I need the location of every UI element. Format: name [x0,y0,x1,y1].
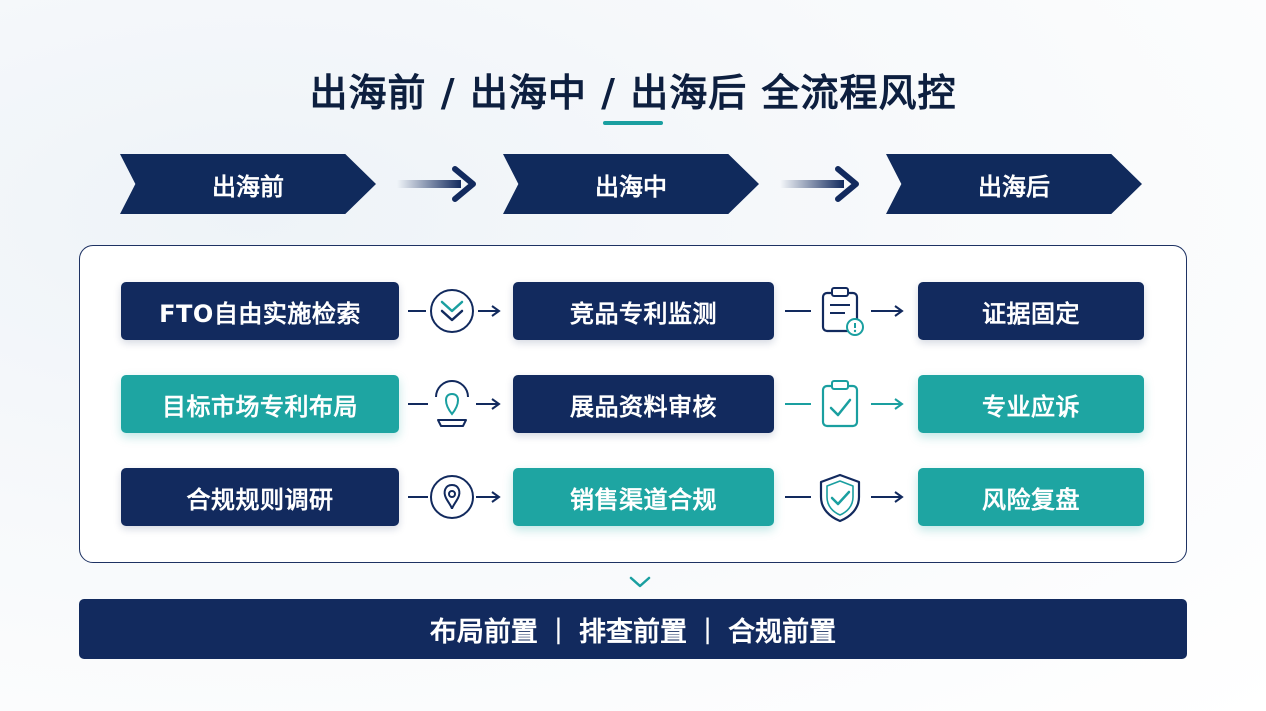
title-underline [603,121,663,125]
clipboard-check-icon [785,380,904,428]
summary-separator: | [703,613,713,645]
map-pin-icon [408,475,501,519]
phase-arrow-icon [780,166,859,202]
box-evidence-preservation: 证据固定 [918,282,1144,340]
phase-arrow-icon [397,166,476,202]
clipboard-alert-icon [785,287,904,336]
box-competitor-monitoring: 竞品专利监测 [513,282,774,340]
box-risk-review: 风险复盘 [918,468,1144,526]
shield-check-icon [785,473,904,523]
summary-separator: | [553,613,563,645]
box-patent-layout: 目标市场专利布局 [121,375,399,433]
box-professional-response: 专业应诉 [918,375,1144,433]
location-platform-icon [408,380,501,427]
phase-before: 出海前 [120,154,376,214]
phase-after: 出海后 [886,154,1142,214]
chevron-down-icon [629,576,651,588]
phase-during: 出海中 [503,154,759,214]
box-compliance-research: 合规规则调研 [121,468,399,526]
box-exhibit-review: 展品资料审核 [513,375,774,433]
box-fto-search: FTO自由实施检索 [121,282,399,340]
summary-item-compliance: 合规前置 [728,616,837,648]
summary-item-layout: 布局前置 [429,616,538,648]
summary-item-screening: 排查前置 [579,616,687,648]
box-channel-compliance: 销售渠道合规 [513,468,774,526]
page-title: 出海前 / 出海中 / 出海后 全流程风控 [309,71,957,115]
summary-bar: 布局前置 | 排查前置 | 合规前置 [79,599,1187,659]
double-chevron-check-icon [408,289,501,333]
